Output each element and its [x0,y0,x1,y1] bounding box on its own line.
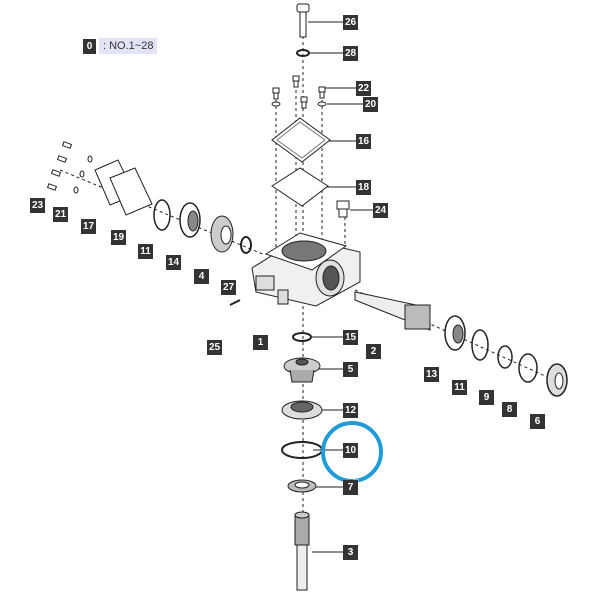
part-18-gasket [271,167,329,207]
callout-21[interactable]: 21 [53,206,69,222]
part-26-bolt [296,3,310,38]
callout-25[interactable]: 25 [207,339,223,355]
callout-11-right[interactable]: 11 [452,379,468,395]
callout-11[interactable]: 11 [138,243,154,259]
legend-tag: 0 [83,38,96,54]
part-3-shaft [294,511,310,591]
legend-range: : NO.1~28 [99,38,158,54]
part-15-oring [292,332,312,342]
part-27-oring [240,236,252,254]
part-2-shaft [354,291,431,331]
callout-12[interactable]: 12 [343,402,359,418]
part-12-bearing [281,400,323,420]
part-25-pin [229,299,241,306]
callout-26[interactable]: 26 [343,14,359,30]
legend: 0 : NO.1~28 [83,38,158,54]
callout-5[interactable]: 5 [343,361,359,377]
callout-14[interactable]: 14 [166,254,182,270]
callout-10[interactable]: 10 [343,442,359,458]
callout-23[interactable]: 23 [30,197,46,213]
part-1-housing [251,232,361,307]
part-28-washer [296,49,310,57]
top-bolts [271,75,327,109]
part-24-plug [336,200,350,218]
part-19-cover [109,167,153,216]
left-bolts [46,141,93,194]
part-5-gear [283,357,321,383]
callout-15[interactable]: 15 [343,329,359,345]
part-8-washer [518,353,538,383]
callout-28[interactable]: 28 [343,45,359,61]
callout-18[interactable]: 18 [356,179,372,195]
assembly-lines [59,30,566,590]
callout-16[interactable]: 16 [356,133,372,149]
callout-8[interactable]: 8 [502,401,518,417]
part-11-snap-ring [153,199,171,231]
part-11-snap-ring-right [471,329,489,361]
callout-17[interactable]: 17 [81,218,97,234]
part-16-cover [271,117,331,163]
callout-20[interactable]: 20 [363,96,379,112]
callout-24[interactable]: 24 [373,202,389,218]
callout-27[interactable]: 27 [221,279,237,295]
callout-3[interactable]: 3 [343,544,359,560]
callout-4[interactable]: 4 [194,268,210,284]
leader-lines [308,21,373,553]
callout-22[interactable]: 22 [356,80,372,96]
part-9-ring [497,345,513,369]
callout-2[interactable]: 2 [366,343,382,359]
callout-13[interactable]: 13 [424,366,440,382]
callout-9[interactable]: 9 [479,389,495,405]
part-7-seal [287,479,317,493]
callout-19[interactable]: 19 [111,229,127,245]
callout-1[interactable]: 1 [253,334,269,350]
callout-6[interactable]: 6 [530,413,546,429]
callout-7[interactable]: 7 [343,479,359,495]
